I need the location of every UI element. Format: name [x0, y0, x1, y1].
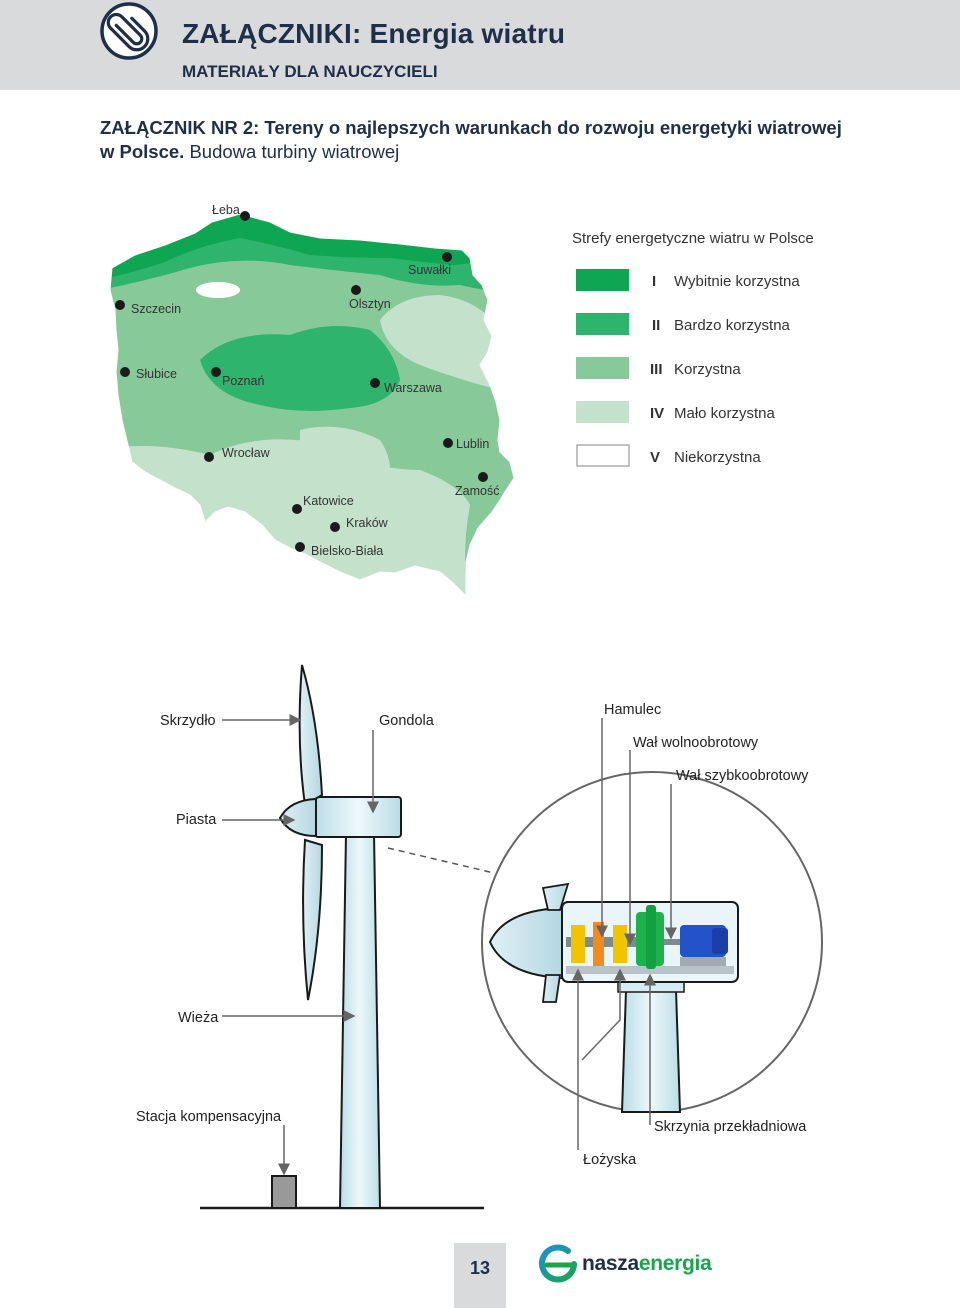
pointer-bearings-2 — [581, 968, 626, 1061]
zoom-connector — [387, 847, 495, 874]
page-title: ZAŁĄCZNIKI: Energia wiatru — [182, 18, 566, 49]
legend-swatch-2 — [576, 313, 629, 335]
zoom-floor — [566, 966, 734, 974]
generator-base — [680, 957, 726, 966]
legend-numeral: I — [652, 273, 656, 290]
city-label: Katowice — [303, 494, 354, 508]
turbine-diagram: Skrzydło Gondola Piasta Wieża Stacja kom… — [136, 664, 823, 1210]
logo-text-part2: energia — [638, 1252, 712, 1275]
city-label: Poznań — [222, 374, 264, 388]
city-dot — [211, 367, 221, 377]
label-hub: Piasta — [176, 812, 217, 828]
city-dot — [443, 438, 453, 448]
brand-logo: naszaenergia — [538, 1242, 712, 1288]
bearing — [571, 925, 585, 963]
legend-swatch-1 — [576, 269, 629, 291]
bearing — [613, 925, 627, 963]
legend-swatch-4 — [576, 401, 629, 423]
wind-zones-map: Łeba Suwałki Szczecin Olsztyn Słubice Po… — [109, 203, 814, 598]
legend-numeral: II — [652, 317, 660, 334]
nacelle — [314, 796, 402, 838]
page-number: 13 — [469, 1258, 491, 1278]
city-label: Słubice — [136, 367, 177, 381]
label-nacelle: Gondola — [379, 713, 435, 729]
city-label: Kraków — [346, 516, 389, 530]
city-dot — [292, 504, 302, 514]
city-dot — [120, 367, 130, 377]
blade-bottom — [302, 838, 324, 1001]
label-blade: Skrzydło — [160, 713, 216, 729]
hub — [278, 797, 317, 838]
zoom-hub — [488, 906, 563, 980]
legend-swatch-5 — [576, 444, 630, 467]
legend-numeral: IV — [650, 405, 664, 422]
zoom-blade-bottom — [541, 974, 562, 1003]
label-gearbox: Skrzynia przekładniowa — [654, 1119, 807, 1135]
city-label: Łeba — [212, 203, 240, 217]
legend-swatch-3 — [576, 357, 629, 379]
legend-label: Niekorzystna — [674, 449, 761, 466]
tower — [338, 832, 382, 1209]
heading-normal: Budowa turbiny wiatrowej — [189, 141, 400, 162]
city-label: Warszawa — [384, 381, 442, 395]
gearbox-part — [646, 905, 656, 969]
city-dot — [351, 285, 361, 295]
zoom-tower-cap — [617, 981, 685, 993]
label-bearings: Łożyska — [583, 1152, 637, 1168]
compensation-station — [271, 1175, 297, 1209]
city-dot — [240, 211, 250, 221]
legend-label: Mało korzystna — [674, 405, 776, 422]
city-label: Olsztyn — [349, 297, 391, 311]
city-label: Lublin — [456, 437, 489, 451]
generator-end — [712, 928, 728, 954]
brake — [593, 922, 604, 966]
city-dot — [478, 472, 488, 482]
legend-label: Korzystna — [674, 361, 741, 378]
page-subtitle: MATERIAŁY DLA NAUCZYCIELI — [182, 62, 438, 81]
city-label: Szczecin — [131, 302, 181, 316]
logo-e-icon — [539, 1244, 577, 1283]
label-station: Stacja kompensacyjna — [136, 1109, 282, 1125]
page-number-tab — [454, 1243, 506, 1308]
logo-text-part1: nasza — [582, 1252, 639, 1275]
section-heading: ZAŁĄCZNIK NR 2: Tereny o najlepszych war… — [100, 116, 860, 164]
zoom-blade-top — [541, 882, 570, 911]
label-brake: Hamulec — [604, 702, 661, 718]
page-header: ZAŁĄCZNIKI: Energia wiatru MATERIAŁY DLA… — [0, 0, 960, 90]
city-dot — [442, 252, 452, 262]
city-dot — [204, 452, 214, 462]
city-label: Zamość — [455, 484, 499, 498]
city-dot — [370, 378, 380, 388]
legend-numeral: V — [650, 449, 660, 466]
city-label: Suwałki — [408, 263, 451, 277]
label-slow-shaft: Wał wolnoobrotowy — [633, 735, 759, 751]
city-dot — [295, 542, 305, 552]
city-label: Bielsko-Biała — [311, 544, 383, 558]
city-label: Wrocław — [222, 446, 271, 460]
blade-top — [298, 664, 324, 807]
fast-shaft — [664, 939, 682, 945]
legend-label: Bardzo korzystna — [674, 317, 791, 334]
city-dot — [115, 300, 125, 310]
label-fast-shaft: Wał szybkoobrotowy — [676, 768, 809, 784]
city-dot — [330, 522, 340, 532]
paperclip-icon — [100, 2, 158, 60]
legend-title: Strefy energetyczne wiatru w Polsce — [572, 230, 814, 247]
legend-label: Wybitnie korzystna — [674, 273, 800, 290]
legend-numeral: III — [650, 361, 663, 378]
zoom-tower — [620, 989, 682, 1113]
label-tower: Wieża — [178, 1010, 219, 1026]
heading-bold: ZAŁĄCZNIK NR 2: Tereny o najlepszych war… — [100, 117, 842, 162]
logo-text: naszaenergia — [582, 1252, 712, 1276]
